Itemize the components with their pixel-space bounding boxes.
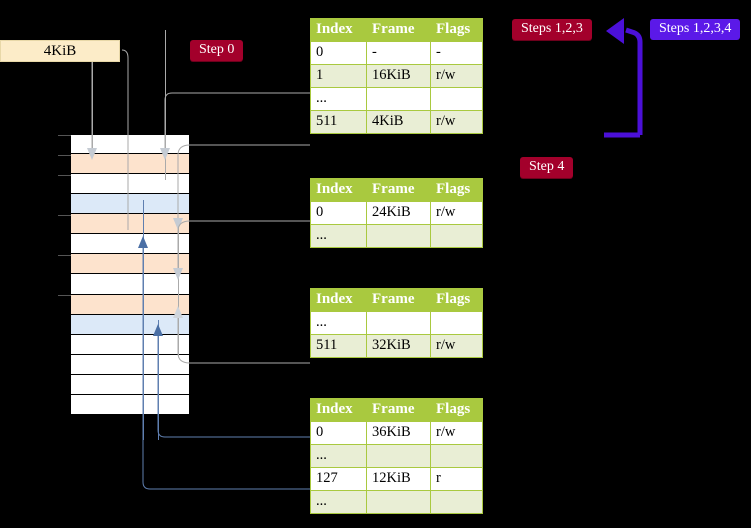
cell-flags: - xyxy=(430,41,483,65)
memory-tick xyxy=(58,255,71,256)
cell-index: ... xyxy=(310,444,367,468)
cell-frame: 4KiB xyxy=(366,110,431,134)
memory-frame-row xyxy=(70,254,190,275)
memory-frame-row xyxy=(70,294,190,315)
memory-frame-row xyxy=(70,334,190,355)
cell-frame xyxy=(366,311,431,335)
memory-tick xyxy=(58,295,71,296)
cell-index: 0 xyxy=(310,41,367,65)
column-header-index: Index xyxy=(310,398,367,422)
memory-tick xyxy=(58,135,71,136)
memory-tick xyxy=(58,215,71,216)
cell-flags xyxy=(430,490,483,514)
table-row[interactable]: ... xyxy=(310,490,483,514)
column-header-frame: Frame xyxy=(366,178,431,202)
memory-frame-row xyxy=(70,234,190,255)
memory-frame-row xyxy=(70,214,190,235)
badge-steps-1-2-3: Steps 1,2,3 xyxy=(512,19,592,41)
memory-divider-blue-a xyxy=(143,200,144,440)
cell-frame xyxy=(366,490,431,514)
cell-frame: 36KiB xyxy=(366,421,431,445)
cell-flags xyxy=(430,87,483,111)
cell-frame: 16KiB xyxy=(366,64,431,88)
memory-divider-blue-b xyxy=(158,320,159,440)
table-row[interactable]: ... xyxy=(310,224,483,248)
memory-frame-row xyxy=(70,154,190,175)
memory-divider-gray-a xyxy=(165,30,166,180)
column-header-flags: Flags xyxy=(430,288,483,312)
cell-flags: r/w xyxy=(430,110,483,134)
column-header-index: Index xyxy=(310,18,367,42)
column-header-flags: Flags xyxy=(430,18,483,42)
table-row[interactable]: ... xyxy=(310,87,483,111)
physical-memory-column xyxy=(70,134,190,415)
cell-frame xyxy=(366,224,431,248)
cell-index: 127 xyxy=(310,467,367,491)
cell-frame: 12KiB xyxy=(366,467,431,491)
column-header-index: Index xyxy=(310,288,367,312)
cell-flags: r/w xyxy=(430,64,483,88)
cell-flags: r xyxy=(430,467,483,491)
cell-index: ... xyxy=(310,311,367,335)
cell-flags xyxy=(430,444,483,468)
cell-index: 511 xyxy=(310,110,367,134)
column-header-flags: Flags xyxy=(430,178,483,202)
cell-flags xyxy=(430,224,483,248)
memory-frame-row xyxy=(70,374,190,395)
cell-index: ... xyxy=(310,490,367,514)
table-row[interactable]: ... xyxy=(310,311,483,335)
memory-size-box: 4KiB xyxy=(0,40,120,62)
badge-steps-1-2-3-4: Steps 1,2,3,4 xyxy=(650,19,741,41)
badge-step-0: Step 0 xyxy=(190,40,244,62)
cell-flags: r/w xyxy=(430,201,483,225)
cell-flags: r/w xyxy=(430,421,483,445)
column-header-index: Index xyxy=(310,178,367,202)
table-row[interactable]: ... xyxy=(310,444,483,468)
cell-index: ... xyxy=(310,87,367,111)
cell-frame: 32KiB xyxy=(366,334,431,358)
column-header-frame: Frame xyxy=(366,18,431,42)
cell-flags: r/w xyxy=(430,334,483,358)
cell-frame: 24KiB xyxy=(366,201,431,225)
memory-divider-gray-c xyxy=(178,228,179,356)
memory-frame-row xyxy=(70,314,190,335)
cell-frame: - xyxy=(366,41,431,65)
column-header-frame: Frame xyxy=(366,288,431,312)
memory-frame-row xyxy=(70,354,190,375)
memory-tick xyxy=(58,175,71,176)
memory-tick xyxy=(58,155,71,156)
cell-frame xyxy=(366,87,431,111)
cell-index: 0 xyxy=(310,421,367,445)
memory-frame-row xyxy=(70,174,190,195)
memory-divider-gray-b xyxy=(92,62,93,150)
memory-frame-row xyxy=(70,274,190,295)
column-header-flags: Flags xyxy=(430,398,483,422)
cell-index: 0 xyxy=(310,201,367,225)
column-header-frame: Frame xyxy=(366,398,431,422)
memory-frame-row xyxy=(70,134,190,155)
cell-index: ... xyxy=(310,224,367,248)
memory-frame-row xyxy=(70,394,190,415)
cell-index: 1 xyxy=(310,64,367,88)
table-row[interactable]: 0-- xyxy=(310,41,483,65)
cell-frame xyxy=(366,444,431,468)
cell-flags xyxy=(430,311,483,335)
memory-frame-row xyxy=(70,194,190,215)
cell-index: 511 xyxy=(310,334,367,358)
badge-step-4: Step 4 xyxy=(520,157,574,179)
